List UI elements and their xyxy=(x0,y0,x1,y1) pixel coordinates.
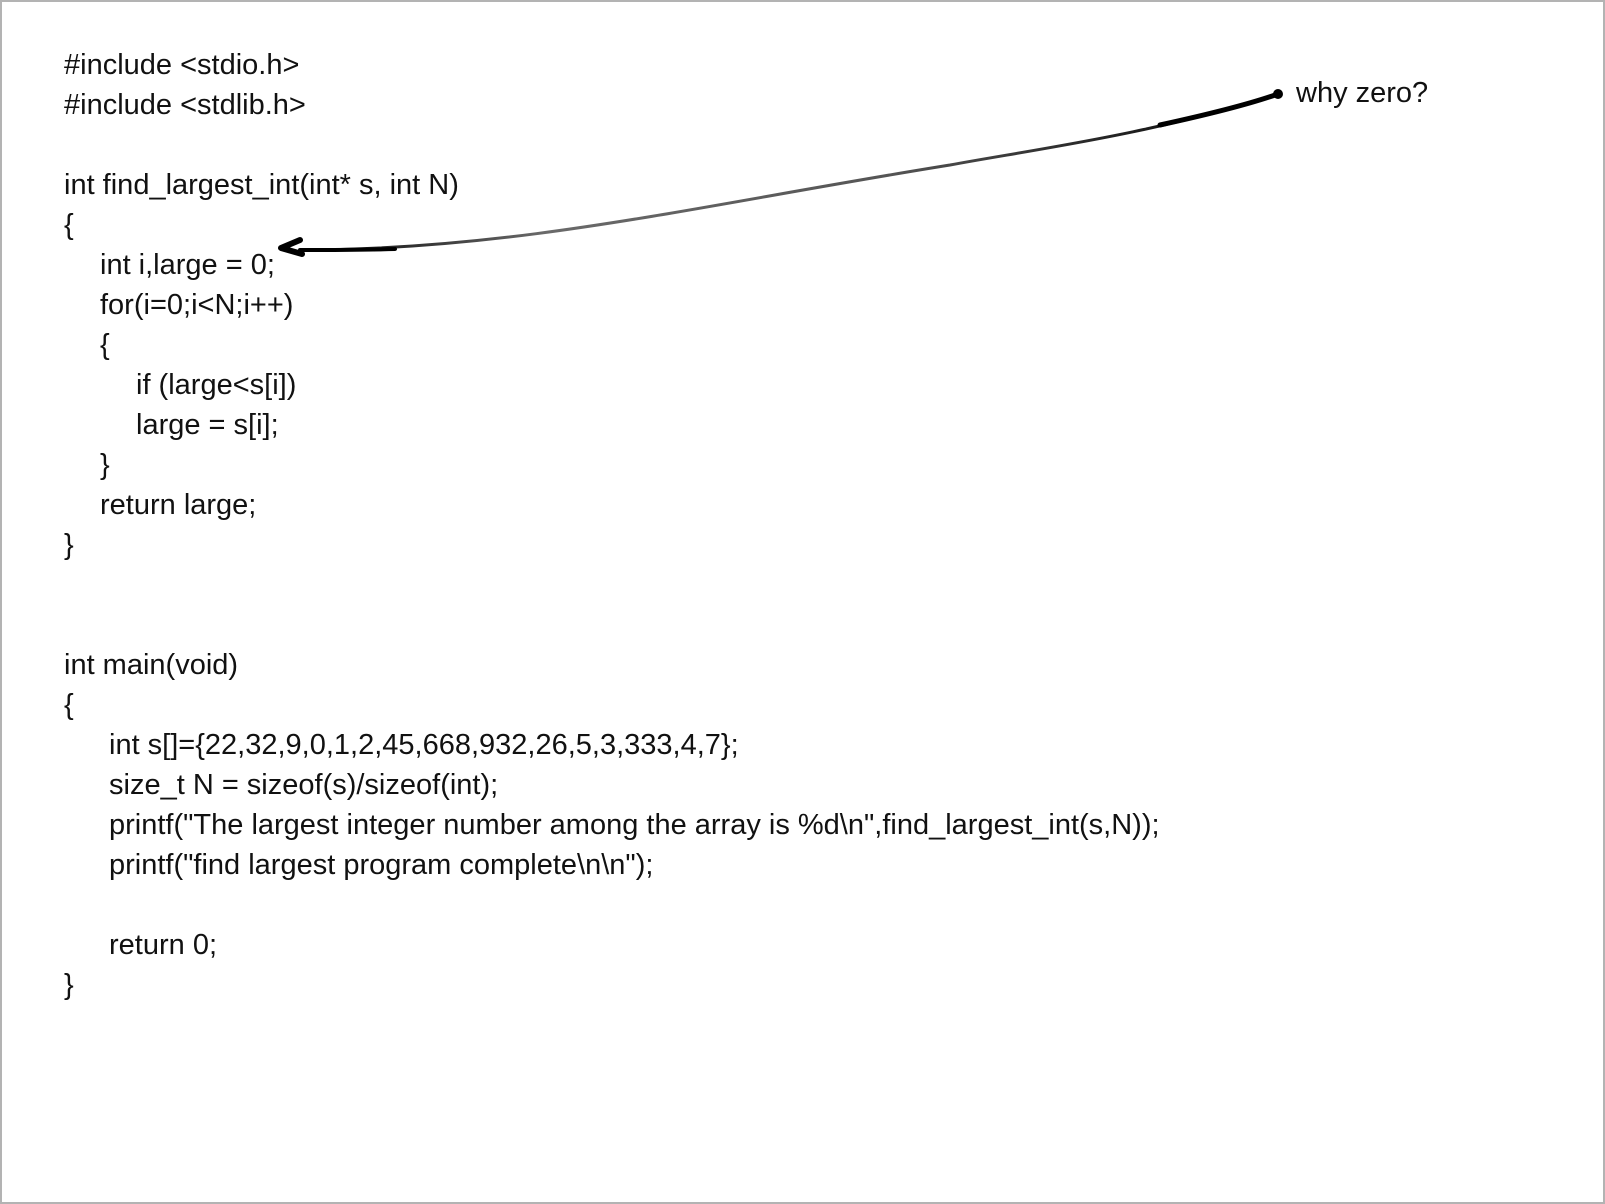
code-line: #include <stdio.h> xyxy=(64,49,300,81)
code-line: } xyxy=(100,449,110,481)
code-line: #include <stdlib.h> xyxy=(64,89,306,121)
code-line: return large; xyxy=(100,489,257,521)
code-line: printf("The largest integer number among… xyxy=(109,809,1160,841)
code-line: size_t N = sizeof(s)/sizeof(int); xyxy=(109,769,499,801)
code-line: int main(void) xyxy=(64,649,239,681)
code-line: int find_largest_int(int* s, int N) xyxy=(64,169,459,201)
code-line: for(i=0;i<N;i++) xyxy=(100,289,294,321)
annotation-note: why zero? xyxy=(1296,77,1429,109)
code-line: return 0; xyxy=(109,929,217,961)
code-line: int i,large = 0; xyxy=(100,249,275,281)
code-line: if (large<s[i]) xyxy=(136,369,297,401)
code-line: large = s[i]; xyxy=(136,409,279,441)
code-line: } xyxy=(64,529,74,561)
code-line: { xyxy=(64,209,74,241)
code-line: int s[]={22,32,9,0,1,2,45,668,932,26,5,3… xyxy=(109,729,739,761)
code-line: { xyxy=(64,689,74,721)
code-line: } xyxy=(64,969,74,1001)
code-line: printf("find largest program complete\n\… xyxy=(109,849,654,881)
code-line: { xyxy=(100,329,110,361)
